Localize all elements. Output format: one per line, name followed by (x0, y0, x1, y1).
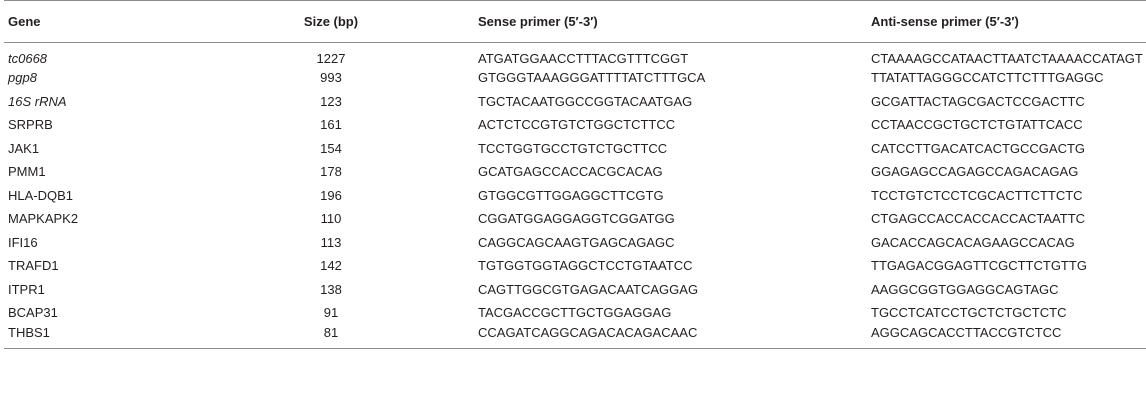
cell-antisense-primer: CATCCTTGACATCACTGCCGACTG (871, 140, 1086, 156)
cell-sense-primer: GTGGGTAAAGGGATTTTATCTTTGCA (478, 70, 706, 86)
cell-sense-primer: CGGATGGAGGAGGTCGGATGG (478, 211, 675, 227)
cell-antisense-primer: CTAAAAGCCATAACTTAATCTAAAACCATAGT (871, 51, 1143, 66)
table-row: pgp8 993 GTGGGTAAAGGGATTTTATCTTTGCA TTATATT… (4, 66, 1146, 90)
cell-antisense-primer: TCCTGTCTCCTCGCACTTCTTCTC (871, 187, 1083, 203)
cell-size: 123 (320, 93, 342, 109)
table-row: 16S rRNA 123 TGCTACAATGGCCGGTACAATGAG GCGAT… (4, 90, 1146, 114)
table-row: BCAP31 91 TACGACCGCTTGCTGGAGGAG TGCCTCATCCT… (4, 301, 1146, 325)
cell-gene: BCAP31 (8, 305, 58, 321)
cell-gene: PMM1 (8, 164, 46, 180)
cell-antisense-primer: CCTAACCGCTGCTCTGTATTCACC (871, 117, 1083, 133)
cell-antisense-primer: CTGAGCCACCACCACCACTAATTC (871, 211, 1086, 227)
cell-gene: SRPRB (8, 117, 53, 133)
cell-sense-primer: GTGGCGTTGGAGGCTTCGTG (478, 187, 664, 203)
table-row: MAPKAPK2 110 CGGATGGAGGAGGTCGGATGG CTGAGCCA… (4, 207, 1146, 231)
cell-gene: IFI16 (8, 234, 38, 250)
table-row: IFI16 113 CAGGCAGCAAGTGAGCAGAGC GACACCAGCAC… (4, 231, 1146, 255)
cell-gene: JAK1 (8, 140, 40, 156)
cell-size: 91 (323, 305, 339, 321)
cell-gene: HLA-DQB1 (8, 187, 74, 203)
cell-sense-primer: TGCTACAATGGCCGGTACAATGAG (478, 93, 693, 109)
cell-sense-primer: GCATGAGCCACCACGCACAG (478, 164, 663, 180)
cell-size: 138 (320, 281, 342, 297)
cell-gene: TRAFD1 (8, 258, 59, 274)
primer-table: Gene Size (bp) Sense primer (5′-3′) Anti… (4, 0, 1146, 349)
table-row: SRPRB 161 ACTCTCCGTGTCTGGCTCTTCC CCTAACCGCT… (4, 113, 1146, 137)
table-row: JAK1 154 TCCTGGTGCCTGTCTGCTTCC CATCCTTGACAT… (4, 137, 1146, 161)
header-sense-primer: Sense primer (5′-3′) (478, 14, 598, 29)
cell-antisense-primer: GGAGAGCCAGAGCCAGACAGAG (871, 164, 1079, 180)
cell-gene: MAPKAPK2 (8, 211, 79, 227)
header-gene: Gene (8, 14, 41, 29)
cell-size: 1227 (316, 51, 346, 66)
table-row: THBS1 81 CCAGATCAGGCAGACACAGACAAC AGGCAGCAC… (4, 324, 1146, 348)
cell-antisense-primer: GCGATTACTAGCGACTCCGACTTC (871, 93, 1085, 109)
cell-size: 178 (320, 164, 342, 180)
table-row: PMM1 178 GCATGAGCCACCACGCACAG GGAGAGCCAGAGC… (4, 160, 1146, 184)
cell-gene: ITPR1 (8, 281, 45, 297)
cell-gene: 16S rRNA (8, 93, 67, 109)
cell-sense-primer: TGTGGTGGTAGGCTCCTGTAATCC (478, 258, 693, 274)
header-size: Size (bp) (303, 14, 359, 29)
header-antisense-primer: Anti-sense primer (5′-3′) (871, 14, 1019, 29)
table-header: Gene Size (bp) Sense primer (5′-3′) Anti… (4, 0, 1146, 43)
cell-sense-primer: CCAGATCAGGCAGACACAGACAAC (478, 324, 698, 340)
cell-sense-primer: TCCTGGTGCCTGTCTGCTTCC (478, 140, 668, 156)
table-row: TRAFD1 142 TGTGGTGGTAGGCTCCTGTAATCC TTGAGAC… (4, 254, 1146, 278)
cell-size: 110 (320, 211, 342, 227)
cell-sense-primer: CAGGCAGCAAGTGAGCAGAGC (478, 234, 675, 250)
cell-size: 142 (320, 258, 342, 274)
table-row: ITPR1 138 CAGTTGGCGTGAGACAATCAGGAG AAGGCGGT… (4, 278, 1146, 302)
cell-antisense-primer: TTATATTAGGGCCATCTTCTTTGAGGC (871, 70, 1104, 86)
cell-antisense-primer: TGCCTCATCCTGCTCTGCTCTC (871, 305, 1067, 321)
cell-size: 113 (320, 234, 342, 250)
cell-gene: THBS1 (8, 324, 50, 340)
cell-sense-primer: CAGTTGGCGTGAGACAATCAGGAG (478, 281, 699, 297)
cell-size: 993 (320, 70, 342, 86)
table-body: tc0668 1227 ATGATGGAACCTTTACGTTTCGGT CTAAAA… (4, 43, 1146, 348)
cell-antisense-primer: GACACCAGCACAGAAGCCACAG (871, 234, 1075, 250)
table-row: tc0668 1227 ATGATGGAACCTTTACGTTTCGGT CTAAAA… (4, 43, 1146, 66)
cell-antisense-primer: AAGGCGGTGGAGGCAGTAGC (871, 281, 1059, 297)
cell-gene: tc0668 (8, 51, 48, 66)
header-row: Gene Size (bp) Sense primer (5′-3′) Anti… (4, 0, 1146, 43)
cell-size: 161 (320, 117, 342, 133)
cell-antisense-primer: AGGCAGCACCTTACCGTCTCC (871, 324, 1062, 340)
cell-size: 81 (323, 324, 339, 340)
cell-gene: pgp8 (8, 70, 37, 86)
cell-antisense-primer: TTGAGACGGAGTTCGCTTCTGTTG (871, 258, 1087, 274)
table-row: HLA-DQB1 196 GTGGCGTTGGAGGCTTCGTG TCCTGTCTC… (4, 184, 1146, 208)
cell-size: 196 (320, 187, 342, 203)
cell-size: 154 (320, 140, 342, 156)
cell-sense-primer: ACTCTCCGTGTCTGGCTCTTCC (478, 117, 676, 133)
cell-sense-primer: TACGACCGCTTGCTGGAGGAG (478, 305, 672, 321)
cell-sense-primer: ATGATGGAACCTTTACGTTTCGGT (478, 51, 689, 66)
